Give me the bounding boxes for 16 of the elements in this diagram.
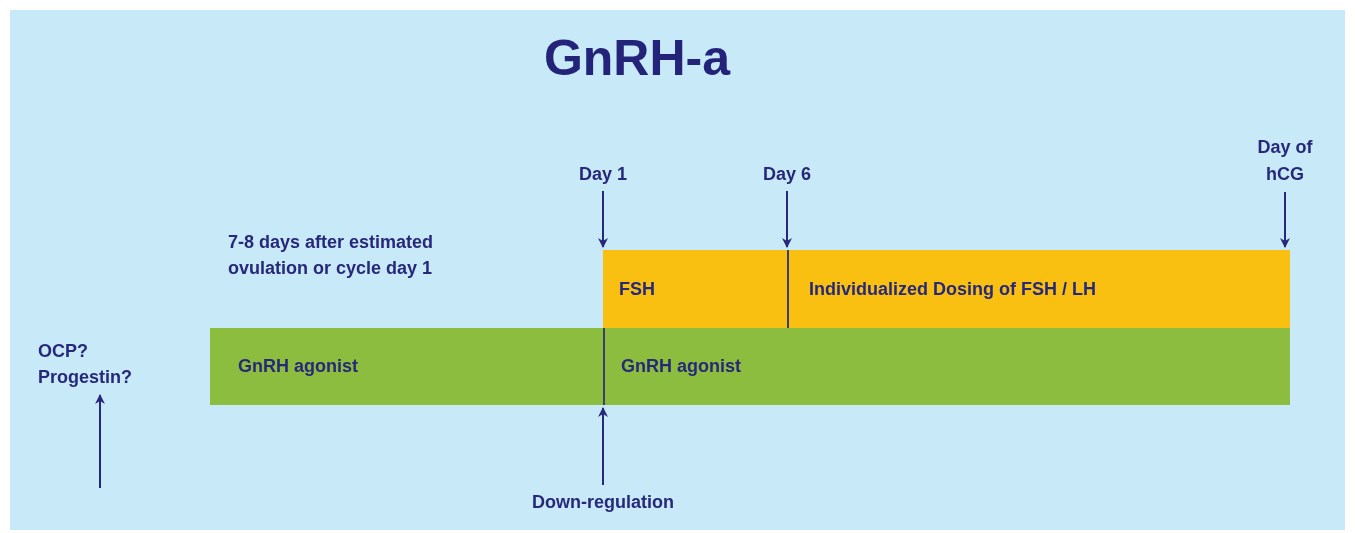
title: GnRH-a bbox=[542, 29, 732, 88]
phase-bar: Individualized Dosing of FSH / LH bbox=[787, 250, 1290, 328]
day-label: Day 6 bbox=[747, 160, 827, 188]
note-text: OCP? Progestin? bbox=[38, 336, 170, 392]
day-label: Day of hCG bbox=[1240, 133, 1330, 189]
note-text: 7-8 days after estimated ovulation or cycle day 1 bbox=[228, 231, 435, 280]
phase-bar: GnRH agonist bbox=[210, 328, 603, 405]
phase-bar: FSH bbox=[603, 250, 787, 328]
day-label: Day 1 bbox=[563, 160, 643, 188]
arrow bbox=[95, 394, 105, 489]
note-text: Down-regulation bbox=[503, 488, 703, 516]
arrow bbox=[1280, 191, 1290, 248]
phase-bar: GnRH agonist bbox=[603, 328, 1290, 405]
arrow bbox=[782, 190, 792, 248]
arrow bbox=[598, 407, 608, 486]
arrow bbox=[598, 190, 608, 248]
